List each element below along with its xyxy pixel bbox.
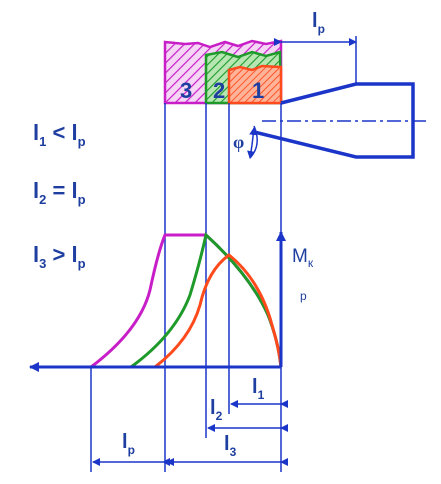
mk-label-line2: р: [300, 289, 307, 303]
zone-2-label: 2: [213, 78, 225, 103]
lp-top-dimension: lp: [274, 10, 357, 84]
lp-top-sub: p: [318, 22, 325, 36]
zone-1-hatch: [227, 64, 283, 105]
mk-label: Mк: [292, 246, 314, 270]
condition-2: l2 = lp: [33, 178, 86, 207]
phi-label: φ: [233, 132, 244, 152]
lp-top-main: l: [312, 10, 318, 32]
phi-arrow-bottom: [247, 144, 256, 159]
dim-lp-label: lp: [122, 431, 135, 457]
curve-1: [154, 253, 283, 369]
dim-l2-label: l2: [210, 397, 223, 423]
axes: Mк р: [29, 231, 314, 372]
dim-l3-label: l3: [224, 433, 237, 459]
conditions: l1 < lp l2 = lp l3 > lp: [33, 120, 86, 271]
zone-1-label: 1: [252, 78, 264, 103]
contact-zones: 3 2 1: [163, 39, 283, 105]
tool-outline: φ: [233, 82, 430, 159]
lp-top-label: lp: [312, 10, 325, 36]
condition-3: l3 > lp: [33, 242, 86, 271]
bottom-dimensions: l1 l2 l3 lp: [92, 376, 288, 466]
phi-arrow-top: [249, 127, 258, 146]
condition-1: l1 < lp: [33, 120, 86, 149]
dim-l1-label: l1: [252, 376, 265, 402]
torque-curves: [90, 232, 283, 369]
zone-3-label: 3: [180, 78, 192, 103]
